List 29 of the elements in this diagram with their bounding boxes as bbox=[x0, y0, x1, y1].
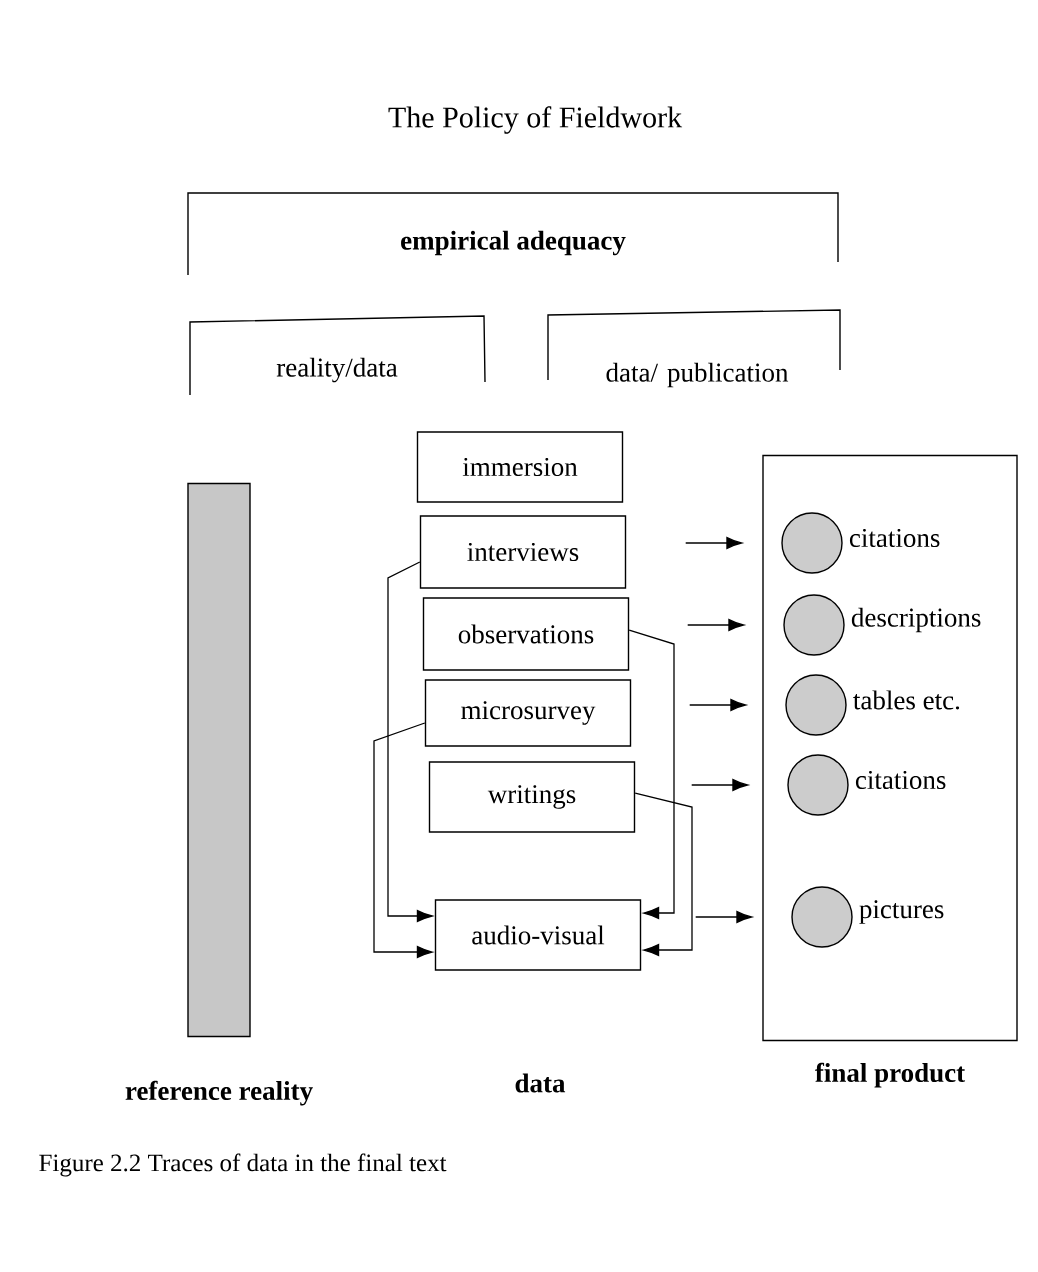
arrow bbox=[691, 779, 748, 791]
data-box: audio-visual bbox=[434, 899, 642, 971]
data-box: interviews bbox=[419, 515, 627, 589]
arrow bbox=[387, 561, 433, 923]
data-box: immersion bbox=[416, 431, 624, 503]
data-box: writings bbox=[428, 761, 636, 833]
node-label: final product bbox=[815, 1062, 966, 1088]
reference-bar: reference reality bbox=[125, 482, 313, 1106]
arrow bbox=[689, 699, 746, 711]
running-header: The Policy of Fieldwork bbox=[388, 106, 683, 134]
arrow bbox=[373, 722, 433, 959]
node-label: citations bbox=[849, 528, 940, 548]
label: data/ publication bbox=[606, 362, 789, 388]
label: data bbox=[515, 1073, 566, 1093]
node-label: citations bbox=[855, 770, 946, 790]
node-label: descriptions bbox=[851, 607, 981, 633]
node-label: pictures bbox=[859, 900, 944, 924]
node-label: reference reality bbox=[125, 1080, 313, 1106]
node-label: tables etc. bbox=[853, 690, 960, 710]
caption: Figure 2.2 Traces of data in the final text bbox=[39, 1153, 447, 1177]
label: empirical adequacy bbox=[401, 230, 626, 256]
arrow bbox=[695, 911, 752, 923]
arrow bbox=[685, 537, 742, 549]
label: reality/data bbox=[276, 357, 398, 383]
data-box: observations bbox=[422, 597, 630, 671]
arrow bbox=[628, 629, 675, 920]
arrow bbox=[634, 792, 693, 957]
data-box: microsurvey bbox=[424, 679, 632, 747]
arrow bbox=[687, 619, 744, 631]
